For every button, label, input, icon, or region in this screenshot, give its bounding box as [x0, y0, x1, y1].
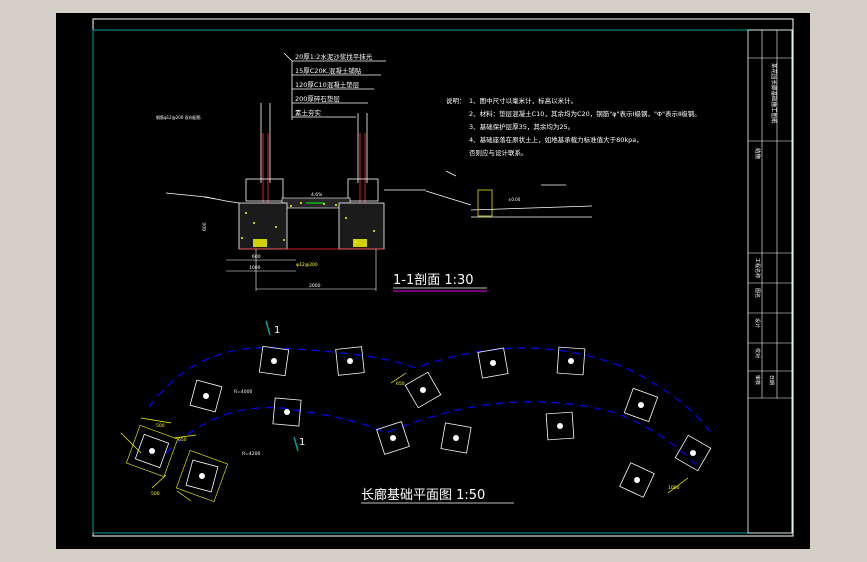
title-block: 某花园长廊基础施工图纸 结施 工程名称 图名 设计 校对 审核 日期 [747, 29, 793, 534]
footing-pad [376, 421, 410, 455]
footing-pad [556, 346, 586, 376]
notes-heading: 说明： [446, 96, 466, 105]
footing-pad [619, 462, 655, 498]
tb-row-label: 设计 [754, 318, 761, 328]
height-dim: 600 [202, 222, 208, 231]
note-line: 2、材料：垫层混凝土C10，其余均为C20，钢筋"φ"表示Ⅰ级钢，"Φ"表示Ⅱ级… [469, 109, 701, 118]
column-dot [638, 402, 644, 408]
radius-label: R=4200 [242, 451, 260, 457]
column-dot [203, 393, 209, 399]
footing-pad [185, 459, 219, 493]
tb-row-label: 日期 [768, 375, 774, 385]
note-line: 否则应与设计联系。 [469, 148, 528, 157]
side-callout: 钢筋φ12@200 双向配筋 [156, 114, 201, 120]
drawing-number: 结施 [754, 148, 762, 160]
layer-label: 20厚1:2水泥沙浆找平抹光 [295, 52, 373, 61]
note-line: 1、图中尺寸以毫米计，标高以米计。 [469, 96, 577, 105]
radius-label: R=4000 [234, 389, 252, 395]
column-dot [420, 387, 426, 393]
layer-label: 15厚C20K.混凝土铺贴 [295, 66, 362, 75]
drawing-sheet: 20厚1:2水泥沙浆找平抹光 15厚C20K.混凝土铺贴 120厚C10混凝土垫… [56, 13, 810, 549]
column-dot [453, 435, 459, 441]
note-line: 4、基础座落在原状土上，如地基承载力标准值大于80kpa， [469, 135, 643, 144]
footing-pad [258, 345, 290, 377]
small-elev-label: ±0.00 [508, 197, 521, 202]
layer-label: 200厚碎石垫层 [295, 94, 340, 103]
column-dot [199, 473, 205, 479]
layer-label: 素土夯实 [295, 108, 322, 117]
dim-label: 500 [156, 423, 165, 429]
footing-pad [674, 434, 712, 472]
column-dot [557, 423, 563, 429]
footing-pad [477, 347, 509, 379]
elevation-tag: 4.6% [311, 192, 323, 198]
tb-row-label: 校对 [754, 348, 761, 358]
dim-bottom: 600 [252, 254, 261, 260]
column-dot [634, 477, 640, 483]
footing-pad [335, 346, 365, 376]
column-dot [390, 435, 396, 441]
axis-arc-outer [148, 347, 712, 434]
dim-bottom: 2000 [309, 283, 321, 289]
column-dot [271, 358, 277, 364]
tb-row-label: 图名 [754, 288, 761, 298]
section-mark-top: 1 [274, 325, 280, 336]
section-title: 1-1剖面 1:30 [393, 273, 474, 288]
column-dot [347, 358, 353, 364]
footing-outline [125, 424, 179, 478]
column-dot [568, 358, 574, 364]
column-dot [690, 450, 696, 456]
plan-title: 长廊基础平面图 1:50 [361, 487, 485, 503]
axis-arc-inner [165, 401, 697, 466]
column-dot [149, 448, 155, 454]
footing-pad [623, 387, 659, 423]
footing-pad [404, 371, 442, 409]
footing-outline [175, 449, 229, 503]
footing-pad [440, 422, 472, 454]
cad-drawing: 20厚1:2水泥沙浆找平抹光 15厚C20K.混凝土铺贴 120厚C10混凝土垫… [92, 18, 794, 537]
dim-label: 1000 [668, 485, 680, 491]
project-name: 某花园长廊基础施工图纸 [770, 63, 778, 124]
section-1-1: 20厚1:2水泥沙浆找平抹光 15厚C20K.混凝土铺贴 120厚C10混凝土垫… [156, 52, 593, 292]
column-dot [284, 409, 290, 415]
dim-label: 650 [178, 437, 187, 443]
section-mark-bottom: 1 [299, 437, 305, 448]
dim-label: 500 [151, 491, 160, 497]
footing-pad [134, 433, 170, 469]
column-dot [490, 360, 496, 366]
footing-pad [545, 411, 575, 441]
tb-row-label: 审核 [754, 375, 761, 385]
tb-row-label: 工程名称 [754, 258, 761, 278]
dim-label: 650 [396, 381, 405, 387]
note-line: 3、基础保护层厚35，其余均为25。 [469, 122, 574, 131]
layer-label: 120厚C10混凝土垫层 [295, 80, 360, 89]
bar-note: φ12@200 [296, 262, 318, 268]
footing-pad [272, 397, 302, 427]
general-notes: 说明： 1、图中尺寸以毫米计，标高以米计。 2、材料：垫层混凝土C10，其余均为… [446, 96, 701, 157]
dim-bottom: 1000 [249, 265, 261, 271]
footing-pad [189, 379, 223, 413]
plan-view: 1 1 R=4000 R=4200 500 650 500 650 1000 长… [120, 320, 712, 504]
